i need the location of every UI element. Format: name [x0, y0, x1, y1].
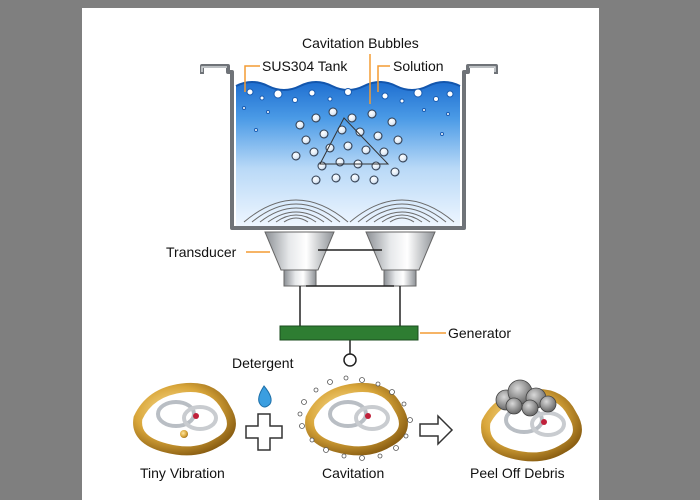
- water-drop-icon: [258, 385, 272, 408]
- ultrasonic-waves: [243, 199, 455, 223]
- label-detergent: Detergent: [232, 355, 294, 371]
- transducer-left: [264, 231, 335, 287]
- cavitation-bubbles: [291, 107, 408, 185]
- wiring: [299, 249, 401, 356]
- transducer-right: [365, 231, 436, 287]
- plus-icon: [245, 413, 283, 451]
- sus304-tank: [200, 64, 498, 230]
- power-plug-icon: [343, 353, 357, 367]
- leader-lines: [244, 54, 446, 334]
- jewelry-cavitation: [305, 382, 408, 456]
- label-tiny-vibration: Tiny Vibration: [140, 465, 225, 481]
- label-cavitation-bubbles: Cavitation Bubbles: [302, 35, 419, 51]
- right-arrow-icon: [419, 414, 454, 446]
- label-transducer: Transducer: [166, 244, 237, 260]
- jewelry-tiny-vibration: [133, 382, 236, 456]
- label-tank: SUS304 Tank: [262, 58, 348, 74]
- bubble-triangle: [319, 117, 390, 165]
- generator-bar: [279, 325, 419, 341]
- label-generator: Generator: [448, 325, 511, 341]
- label-cavitation: Cavitation: [322, 465, 384, 481]
- debris-cloud: [495, 379, 557, 417]
- label-peel-off-debris: Peel Off Debris: [470, 465, 565, 481]
- surface-bubbles: [242, 88, 454, 136]
- cavitation-micro-bubbles: [297, 375, 413, 461]
- label-solution: Solution: [393, 58, 444, 74]
